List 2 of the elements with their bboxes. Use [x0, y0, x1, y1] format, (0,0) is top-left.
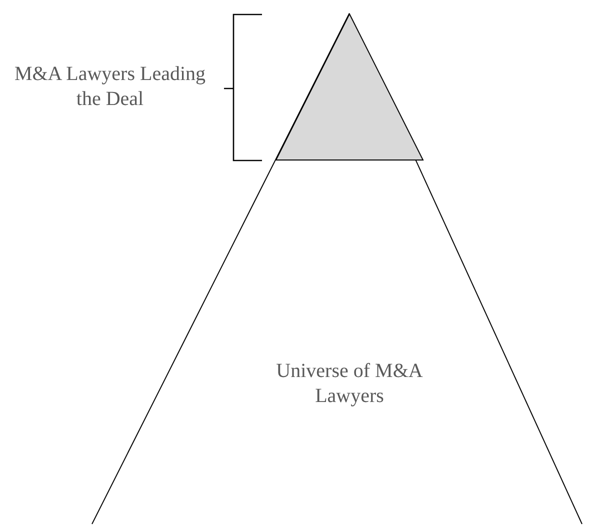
- bracket-label: M&A Lawyers Leading the Deal: [13, 62, 207, 112]
- triangle-label: Universe of M&A Lawyers: [275, 359, 424, 409]
